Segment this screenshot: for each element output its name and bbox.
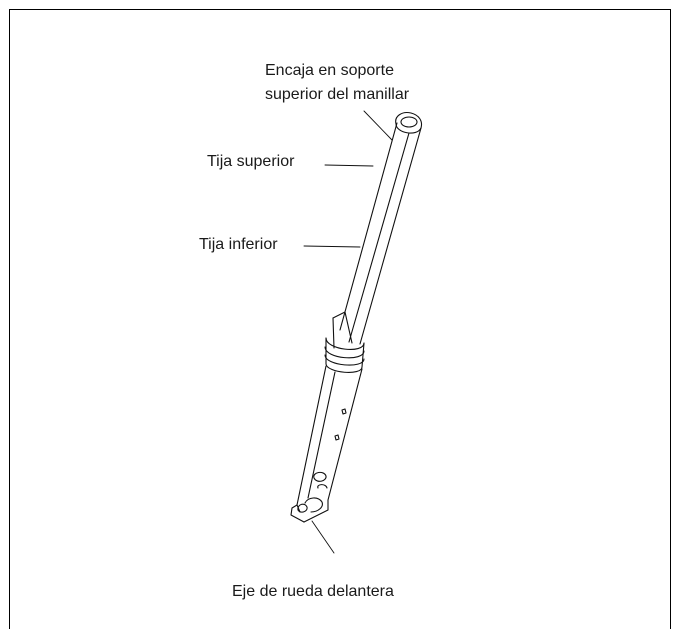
label-upper-tube: Tija superior [207, 153, 295, 170]
clamp-collar [324, 311, 365, 373]
label-axle: Eje de rueda delantera [232, 583, 394, 600]
label-lower-tube: Tija inferior [199, 236, 278, 253]
upper-tube [339, 122, 422, 345]
leader-upper-tube [324, 164, 374, 167]
leader-lines [303, 110, 393, 554]
top-cap [395, 112, 423, 134]
axle-dropout [290, 471, 329, 523]
label-top-line2: superior del manillar [265, 86, 410, 103]
leader-lower-tube [303, 245, 361, 248]
label-top-line1: Encaja en soporte [265, 62, 394, 79]
diagram-frame [9, 9, 671, 629]
leader-top [363, 110, 393, 141]
leader-axle [311, 520, 335, 554]
lower-leg [296, 365, 363, 506]
